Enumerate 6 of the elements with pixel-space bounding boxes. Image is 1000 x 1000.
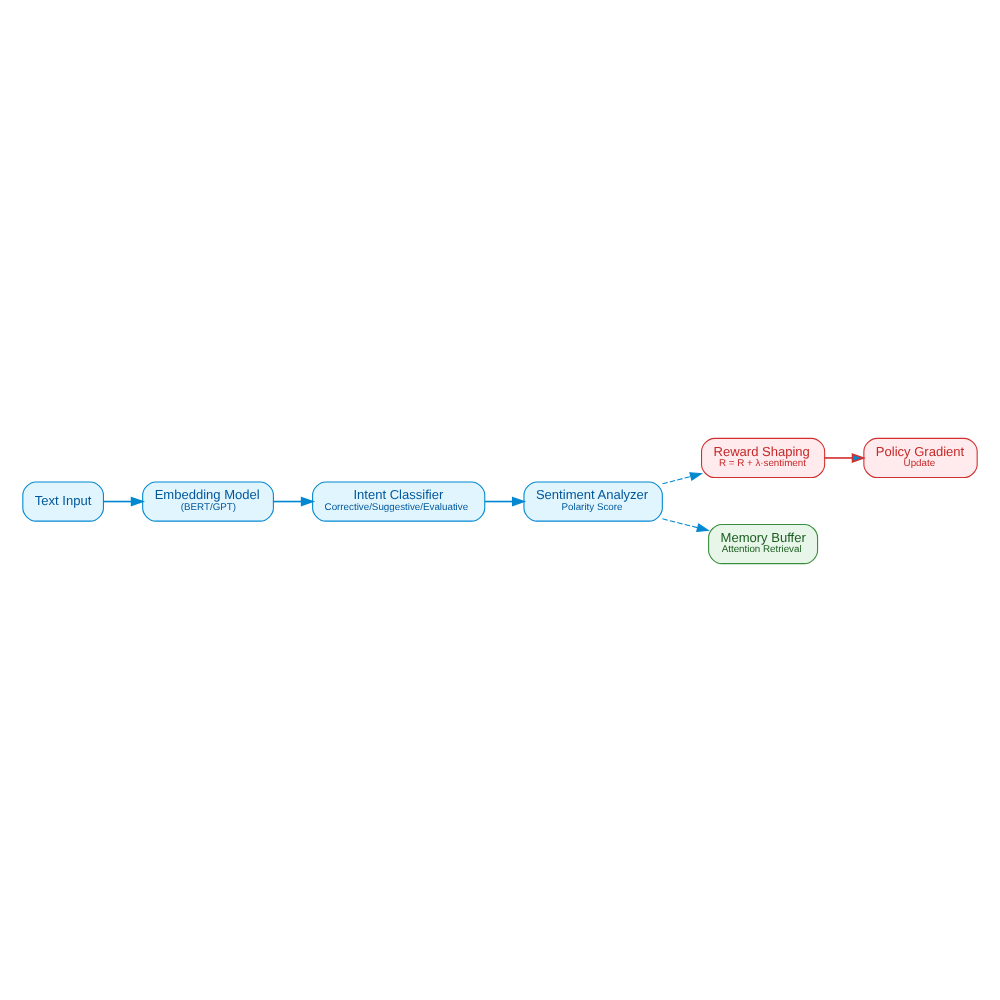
arrow xyxy=(102,495,145,506)
arrow xyxy=(661,471,703,484)
arrow xyxy=(484,495,527,506)
arrow xyxy=(272,495,315,506)
arrow xyxy=(823,452,866,462)
arrow xyxy=(661,517,710,532)
